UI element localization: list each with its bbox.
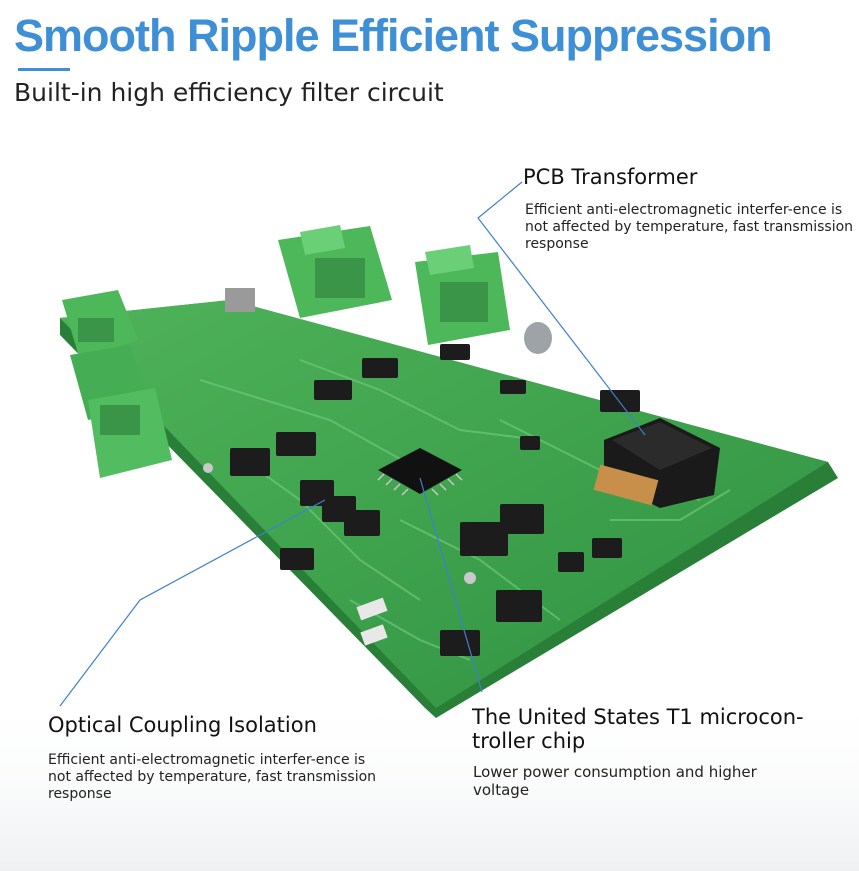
page-title: Smooth Ripple Efficient Suppression bbox=[14, 10, 773, 61]
title-underline bbox=[18, 68, 70, 71]
leader-line-pcb-transformer bbox=[477, 181, 646, 436]
leader-lines bbox=[59, 181, 646, 707]
leader-line-optical-coupling bbox=[59, 499, 326, 707]
pcb-transformer bbox=[593, 418, 720, 508]
callout-microcontroller-description: Lower power consumption and higher volta… bbox=[473, 763, 757, 799]
floor-shadow bbox=[0, 690, 859, 871]
callout-microcontroller-title: The United States T1 microcon-troller ch… bbox=[472, 705, 804, 754]
leader-line-microcontroller bbox=[419, 477, 483, 693]
callout-optical-coupling-title: Optical Coupling Isolation bbox=[48, 713, 317, 737]
page-subtitle: Built-in high efficiency filter circuit bbox=[14, 78, 444, 107]
callout-pcb-transformer-description: Efficient anti-electromagnetic interfer-… bbox=[525, 202, 854, 252]
callout-optical-coupling-description: Efficient anti-electromagnetic interfer-… bbox=[48, 752, 377, 802]
board-surface bbox=[60, 300, 828, 708]
top-terminal-blocks bbox=[225, 225, 552, 354]
callout-pcb-transformer-title: PCB Transformer bbox=[523, 165, 698, 189]
microcontroller-chip bbox=[377, 448, 463, 496]
left-terminal-blocks bbox=[62, 290, 172, 478]
ic-chips bbox=[230, 344, 640, 656]
passive-parts bbox=[203, 463, 476, 646]
